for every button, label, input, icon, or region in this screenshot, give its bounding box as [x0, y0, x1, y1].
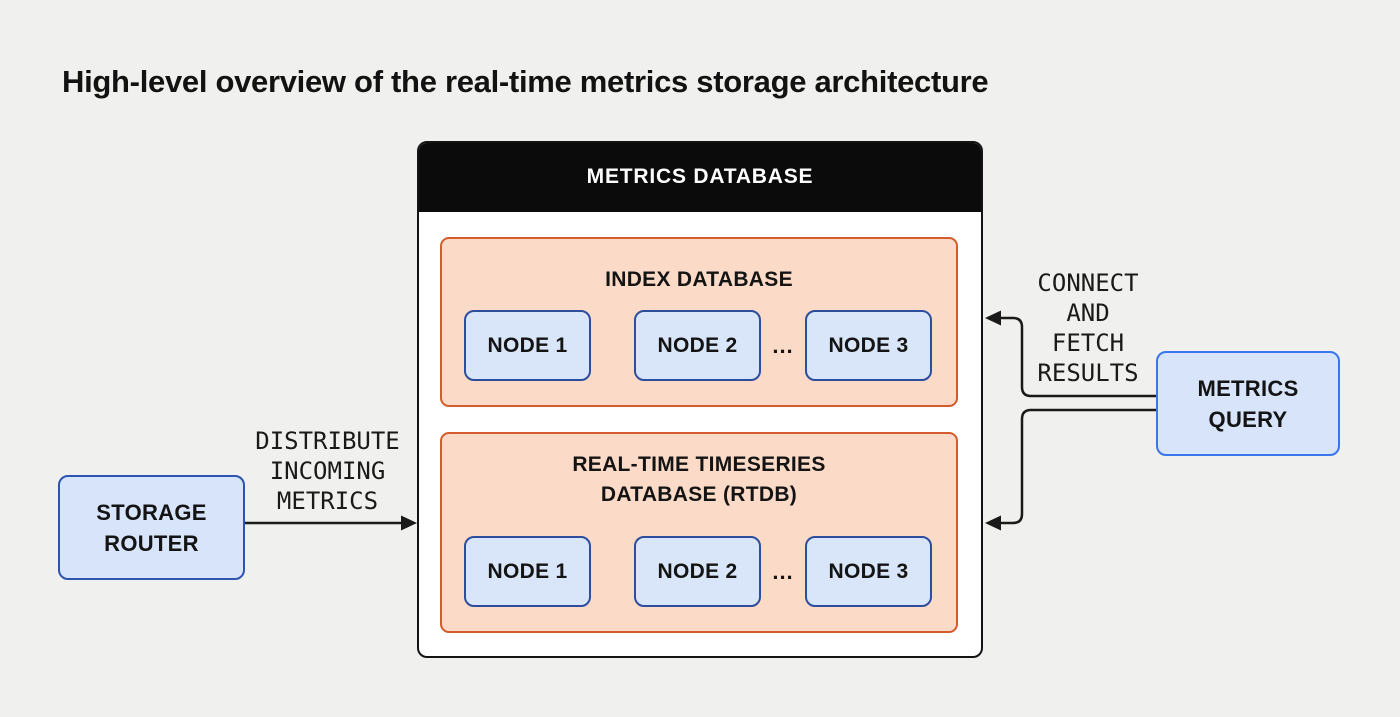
rtdb-node-3: NODE 3	[805, 536, 932, 607]
storage-router-box: STORAGE ROUTER	[58, 475, 245, 580]
rtdb-node-1: NODE 1	[464, 536, 591, 607]
index-node-1-label: NODE 1	[487, 333, 568, 357]
rtdb-title: REAL-TIME TIMESERIES DATABASE (RTDB)	[442, 434, 956, 510]
metrics-database-header: METRICS DATABASE	[419, 143, 981, 212]
rtdb-node-2: NODE 2	[634, 536, 761, 607]
connect-label-line3: FETCH	[1051, 329, 1125, 357]
metrics-query-label-line1: METRICS	[1197, 375, 1299, 401]
rtdb-group: REAL-TIME TIMESERIES DATABASE (RTDB) NOD…	[440, 432, 958, 633]
metrics-query-box: METRICS QUERY	[1156, 351, 1340, 456]
connect-bottom-arrowhead	[985, 515, 1001, 531]
metrics-query-label-line2: QUERY	[1208, 406, 1288, 432]
index-node-3: NODE 3	[805, 310, 932, 381]
connect-label-line2: AND	[1066, 299, 1110, 327]
rtdb-node-3-label: NODE 3	[828, 559, 909, 583]
storage-router-label-line2: ROUTER	[104, 530, 199, 556]
rtdb-title-line2: DATABASE (RTDB)	[600, 483, 798, 506]
metrics-database-title: METRICS DATABASE	[586, 164, 814, 188]
rtdb-nodes-ellipsis: ...	[772, 558, 794, 584]
rtdb-title-line1: REAL-TIME TIMESERIES	[572, 453, 826, 476]
diagram-title: High-level overview of the real-time met…	[62, 64, 989, 99]
index-nodes-ellipsis: ...	[772, 332, 794, 358]
rtdb-node-2-label: NODE 2	[657, 559, 738, 583]
index-node-1: NODE 1	[464, 310, 591, 381]
index-node-2: NODE 2	[634, 310, 761, 381]
connect-label-line1: CONNECT	[1037, 269, 1139, 297]
distribute-arrowhead	[401, 515, 417, 531]
index-database-group: INDEX DATABASE NODE 1 NODE 2 ... NODE 3	[440, 237, 958, 407]
edge-label-distribute-incoming-metrics: DISTRIBUTE INCOMING METRICS	[240, 426, 415, 516]
connect-top-arrowhead	[985, 310, 1001, 326]
connect-label-line4: RESULTS	[1037, 359, 1139, 387]
storage-router-label-line1: STORAGE	[96, 499, 207, 525]
metrics-database-panel: METRICS DATABASE INDEX DATABASE NODE 1 N…	[417, 141, 983, 658]
rtdb-node-1-label: NODE 1	[487, 559, 568, 583]
edge-label-connect-and-fetch-results: CONNECT AND FETCH RESULTS	[1020, 268, 1156, 388]
distribute-label-line2: INCOMING	[269, 457, 386, 485]
index-database-title: INDEX DATABASE	[605, 268, 793, 291]
distribute-label-line3: METRICS	[276, 487, 379, 515]
distribute-label-line1: DISTRIBUTE	[255, 427, 400, 455]
connect-bottom-arrow-line	[1001, 408, 1156, 525]
index-node-3-label: NODE 3	[828, 333, 909, 357]
index-node-2-label: NODE 2	[657, 333, 738, 357]
